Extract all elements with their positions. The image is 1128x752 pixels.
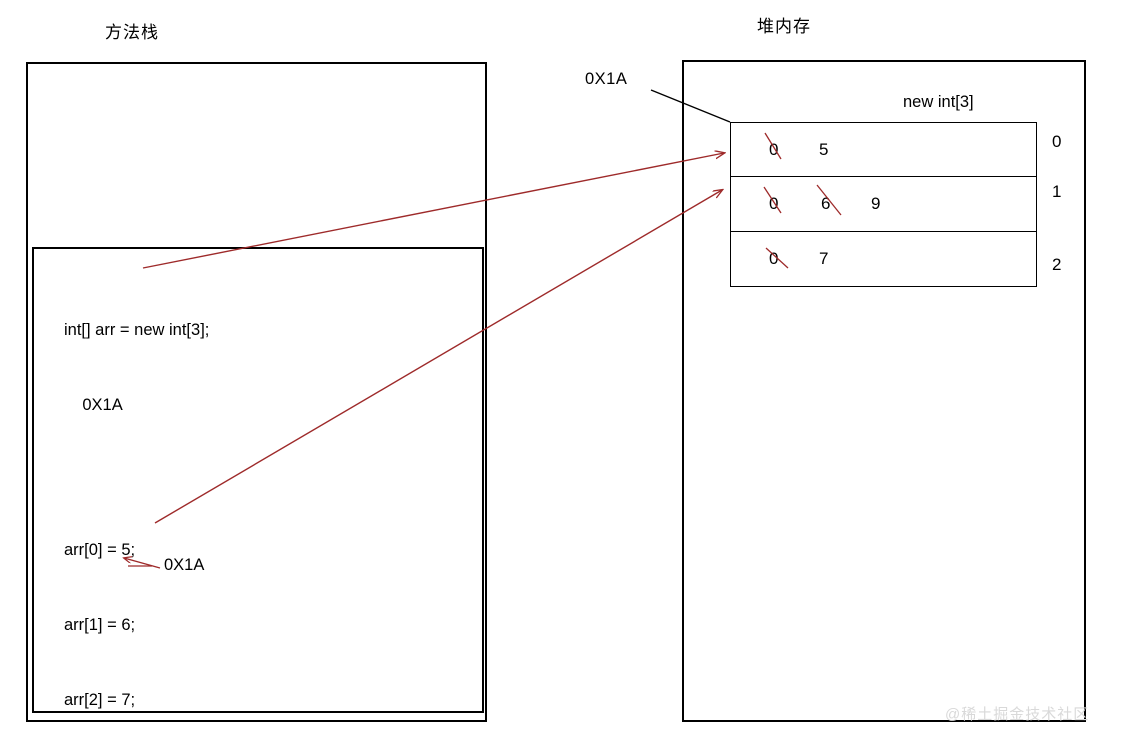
code-line: arr[1] = 6; bbox=[64, 613, 464, 638]
code-text: 0X1A bbox=[64, 396, 123, 414]
heap-array-table: 0 5 0 6 9 0 7 bbox=[730, 122, 1037, 287]
array-row: 0 5 bbox=[731, 123, 1036, 178]
heap-title: 堆内存 bbox=[757, 17, 811, 36]
code-line: arr[2] = 7; bbox=[64, 688, 464, 713]
array-cell-overwritten-value: 6 bbox=[821, 193, 831, 213]
array-row: 0 6 9 bbox=[731, 177, 1036, 232]
code-listing: int[] arr = new int[3]; 0X1A arr[0] = 5;… bbox=[64, 268, 464, 752]
array-type-label: new int[3] bbox=[903, 93, 974, 111]
array-cell-current-value: 9 bbox=[871, 193, 881, 213]
array-cell-current-value: 5 bbox=[819, 139, 829, 159]
array-row: 0 7 bbox=[731, 232, 1036, 286]
code-text: arr[1] = 6; bbox=[64, 616, 136, 634]
array-cell-old-value: 0 bbox=[769, 248, 779, 268]
heap-address-label: 0X1A bbox=[585, 70, 628, 88]
array-cell-current-value: 7 bbox=[819, 248, 829, 268]
stack-title: 方法栈 bbox=[105, 23, 159, 42]
code-line: int[] arr = new int[3]; bbox=[64, 318, 464, 343]
code-text: int[] arr = new int[3]; bbox=[64, 321, 210, 339]
array-index-label-1: 1 bbox=[1052, 182, 1062, 201]
array-cell-old-value: 0 bbox=[769, 139, 779, 159]
array-index-label-0: 0 bbox=[1052, 132, 1062, 151]
arr2-address-annotation: 0X1A bbox=[164, 556, 205, 574]
code-text: arr[0] = 5; bbox=[64, 541, 136, 559]
watermark: @稀土掘金技术社区 bbox=[945, 706, 1090, 723]
code-line: arr[0] = 5; bbox=[64, 538, 464, 563]
code-line: 0X1A bbox=[64, 393, 464, 418]
code-text: arr[2] = 7; bbox=[64, 691, 136, 709]
code-line-blank bbox=[64, 468, 464, 488]
array-cell-old-value: 0 bbox=[769, 193, 779, 213]
array-index-label-2: 2 bbox=[1052, 255, 1062, 274]
